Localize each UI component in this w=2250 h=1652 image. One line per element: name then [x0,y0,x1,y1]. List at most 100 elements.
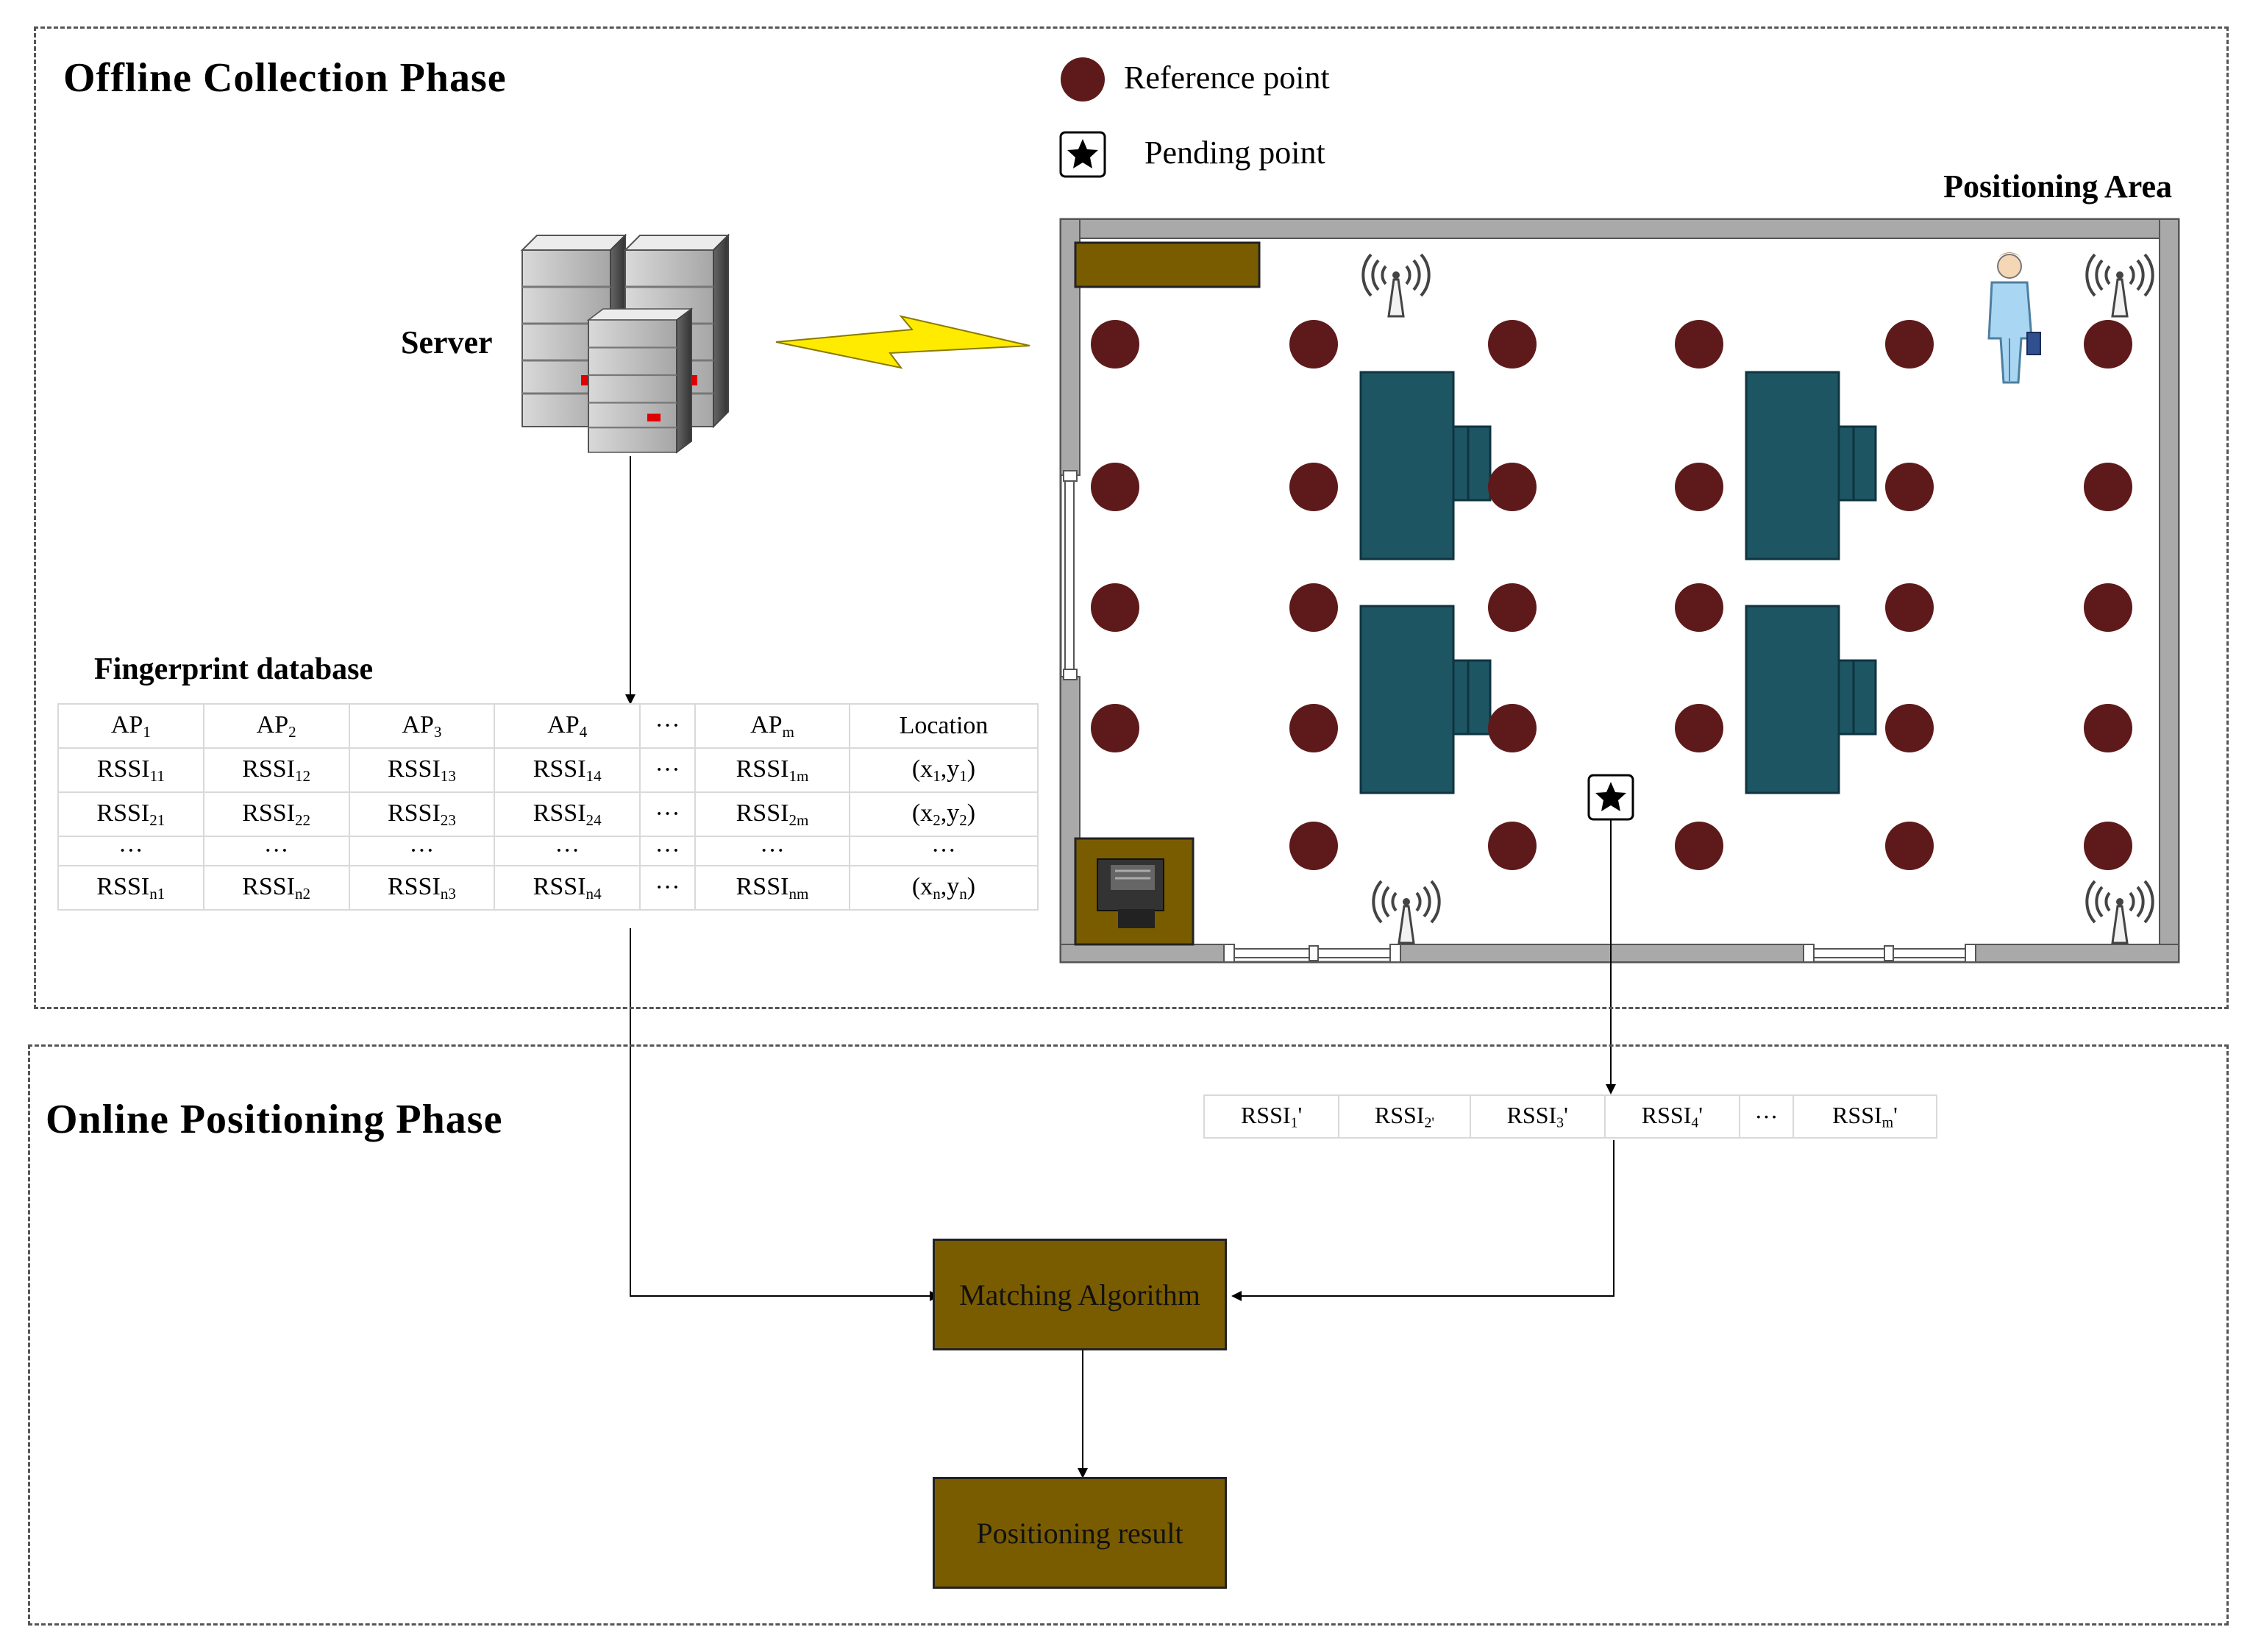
table-header-cell: AP1 [57,703,204,749]
positioning-result-box: Positioning result [933,1477,1227,1589]
table-cell: RSSI11 [57,747,204,793]
reference-point [1091,463,1139,511]
reference-point [1885,463,1934,511]
reference-point [1885,583,1934,632]
table-cell: RSSI12 [202,747,350,793]
reference-point [1885,704,1934,752]
positioning-room [1059,218,2180,964]
reference-point [2084,704,2132,752]
reference-point [1675,704,1723,752]
reference-point [1675,822,1723,870]
table-header-cell: Location [848,703,1039,749]
reference-points [1091,320,2132,870]
table-cell: (xn,yn) [848,865,1039,911]
table-header-cell: APm [694,703,850,749]
table-cell: ··· [494,836,641,866]
printer-icon [1074,837,1195,946]
reference-point [2084,583,2132,632]
table-cell: RSSI21 [57,791,204,837]
reference-point [1885,822,1934,870]
reference-point [1885,320,1934,369]
table-cell: ··· [348,836,496,866]
reference-point [1091,704,1139,752]
table-row: ····················· [57,836,1039,866]
table-cell: ··· [639,791,697,837]
positioning-result-label: Positioning result [976,1516,1183,1550]
table-cell: ··· [57,836,204,866]
reference-point [1289,583,1338,632]
reference-point [1091,583,1139,632]
table-cell: RSSI1' [1203,1094,1340,1139]
fingerprint-database-title: Fingerprint database [94,652,374,686]
table-cell: RSSIn3 [348,865,496,911]
legend-reference-point-label: Reference point [1124,60,1330,96]
table-cell: ··· [202,836,350,866]
person-icon [1987,252,2041,384]
reference-point [1675,583,1723,632]
reference-point [1675,320,1723,369]
table-cell: RSSIn2 [202,865,350,911]
reference-point [2084,463,2132,511]
table-cell: RSSIn4 [494,865,641,911]
table-cell: (x2,y2) [848,791,1039,837]
reference-point [1488,320,1537,369]
arrow-database-to-matching [630,928,940,1301]
realtime-rssi-row: RSSI1'RSSI2'RSSI3'RSSI4'···RSSIm' [1203,1094,1938,1139]
matching-algorithm-box: Matching Algorithm [933,1239,1227,1350]
table-cell: RSSI22 [202,791,350,837]
reference-point [1289,463,1338,511]
arrow-rssi-to-matching [1231,1140,1614,1301]
legend-reference-point-icon [1061,57,1105,102]
reference-point [1289,704,1338,752]
reference-point [1675,463,1723,511]
offline-phase-title: Offline Collection Phase [63,55,507,101]
table-cell: RSSI24 [494,791,641,837]
reference-point [1488,463,1537,511]
table-cell: ··· [639,865,697,911]
reference-point [1289,822,1338,870]
table-header-cell: ··· [639,703,697,749]
matching-algorithm-label: Matching Algorithm [959,1278,1200,1311]
table-cell: ··· [639,836,697,866]
reference-point [1488,822,1537,870]
table-cell: RSSIm' [1792,1094,1938,1139]
online-phase-panel [28,1044,2229,1626]
table-cell: RSSI3' [1469,1094,1606,1139]
table-cell: RSSI23 [348,791,496,837]
table-cell: ··· [639,747,697,793]
reference-point [1289,320,1338,369]
table-cell: ··· [694,836,850,866]
table-cell: ··· [1738,1094,1794,1139]
table-cell: ··· [848,836,1039,866]
cabinet [1074,241,1261,288]
legend-pending-point-label: Pending point [1144,135,1325,171]
table-cell: RSSI2' [1338,1094,1471,1139]
reference-point [1488,583,1537,632]
table-cell: RSSIn1 [57,865,204,911]
table-header-cell: AP3 [348,703,496,749]
window-left [1063,470,1078,680]
table-row: RSSI1'RSSI2'RSSI3'RSSI4'···RSSIm' [1203,1094,1938,1139]
online-phase-title: Online Positioning Phase [46,1097,503,1142]
table-cell: (x1,y1) [848,747,1039,793]
reference-point [2084,822,2132,870]
table-cell: RSSI4' [1603,1094,1740,1139]
window-bottom-1 [1223,944,1401,963]
table-header-cell: AP2 [202,703,350,749]
table-cell: RSSI14 [494,747,641,793]
offline-phase-panel [34,26,2229,1009]
window-bottom-2 [1803,944,1976,963]
server-label: Server [401,324,493,360]
table-cell: RSSI1m [694,747,850,793]
reference-point [1091,320,1139,369]
reference-point [2084,320,2132,369]
positioning-area-title: Positioning Area [1943,168,2172,204]
table-cell: RSSI2m [694,791,850,837]
